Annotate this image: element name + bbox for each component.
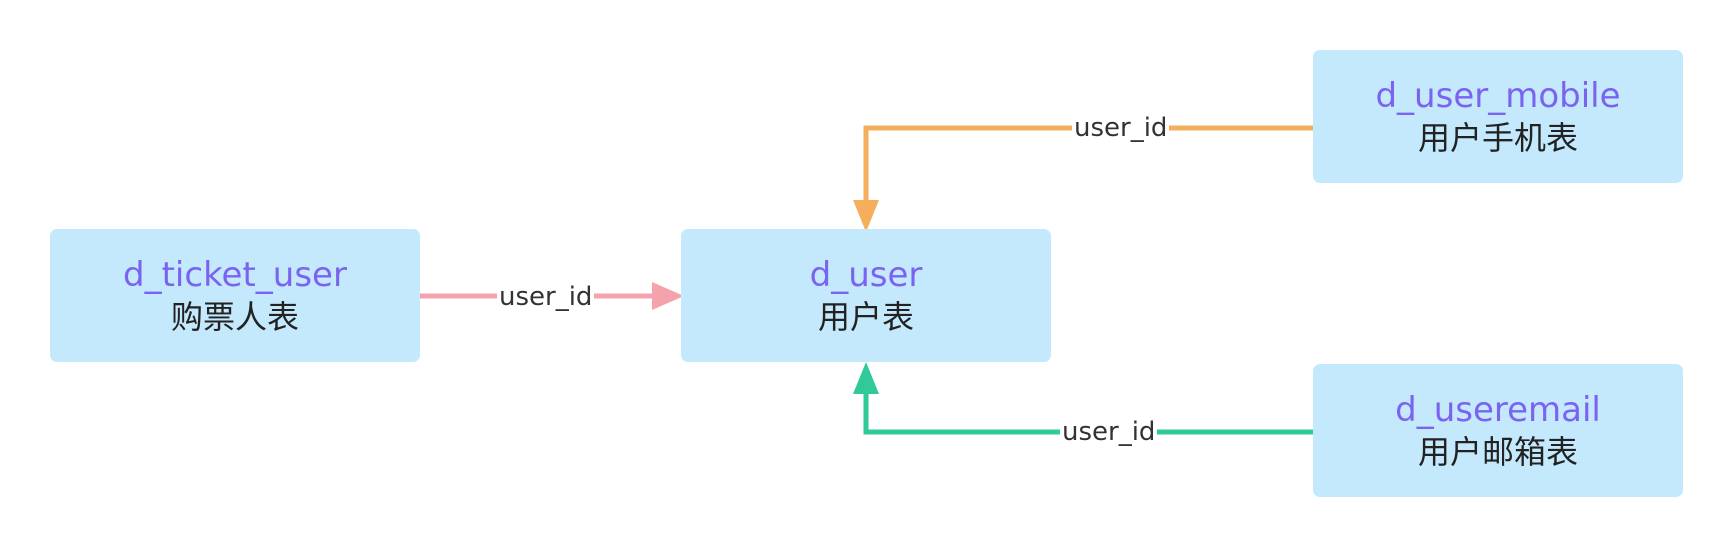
node-subtitle: 用户表	[817, 297, 914, 336]
node-d-ticket-user[interactable]: d_ticket_user 购票人表	[50, 229, 420, 362]
arrowhead-icon	[853, 362, 879, 394]
node-title: d_user_mobile	[1375, 75, 1621, 116]
node-subtitle: 用户邮箱表	[1417, 432, 1578, 471]
edge-useremail-to-user	[853, 362, 1313, 435]
arrowhead-icon	[853, 200, 879, 232]
edge-label-useremail: user_id	[1060, 417, 1158, 447]
node-title: d_ticket_user	[123, 254, 347, 295]
edge-user-mobile-to-user	[853, 125, 1313, 232]
node-d-useremail[interactable]: d_useremail 用户邮箱表	[1313, 364, 1683, 497]
node-title: d_user	[809, 254, 923, 295]
edge-line	[863, 390, 1313, 435]
node-d-user-mobile[interactable]: d_user_mobile 用户手机表	[1313, 50, 1683, 183]
edge-label-ticket-user: user_id	[497, 282, 595, 312]
node-title: d_useremail	[1395, 389, 1601, 430]
node-subtitle: 购票人表	[170, 297, 299, 336]
arrowhead-icon	[652, 282, 684, 310]
node-subtitle: 用户手机表	[1417, 118, 1578, 157]
edge-label-user-mobile: user_id	[1072, 113, 1170, 143]
node-d-user[interactable]: d_user 用户表	[681, 229, 1051, 362]
